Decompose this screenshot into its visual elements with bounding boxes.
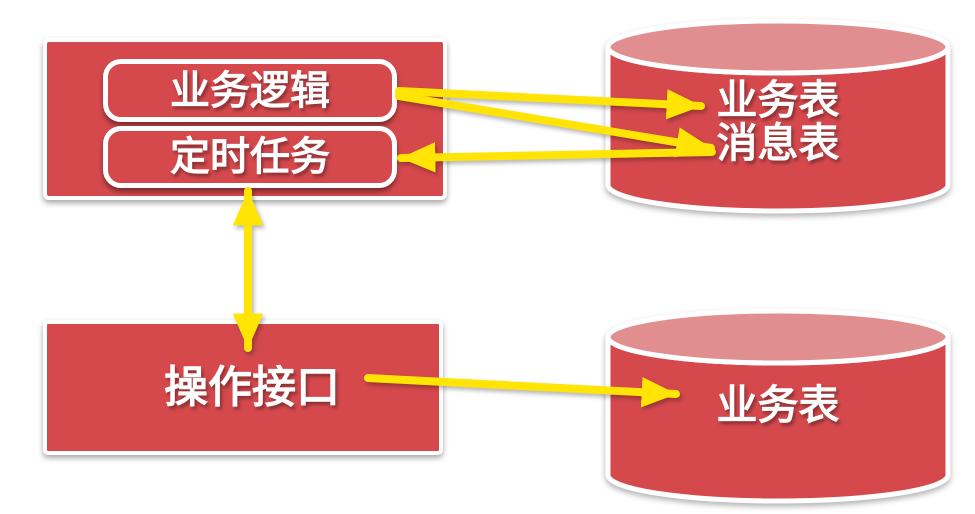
top-database-message-table-label: 消息表: [716, 118, 840, 167]
bottom-database-cylinder: 业务表: [601, 305, 955, 505]
top-database-cylinder: 业务表 消息表: [601, 15, 955, 215]
top-database-business-table-label: 业务表: [716, 75, 840, 124]
database-cylinder-icon: [605, 308, 951, 504]
bottom-database-labels: 业务表: [601, 305, 955, 505]
operation-interface-box: 操作接口: [43, 320, 443, 455]
module-scheduled-task: 定时任务: [103, 126, 397, 188]
module-scheduled-task-label: 定时任务: [170, 134, 330, 180]
module-business-logic-label: 业务逻辑: [170, 67, 330, 114]
operation-interface-label: 操作接口: [164, 361, 340, 413]
bottom-database-business-table-label: 业务表: [716, 380, 840, 429]
top-database-labels: 业务表 消息表: [601, 15, 955, 215]
module-business-logic: 业务逻辑: [103, 59, 397, 122]
